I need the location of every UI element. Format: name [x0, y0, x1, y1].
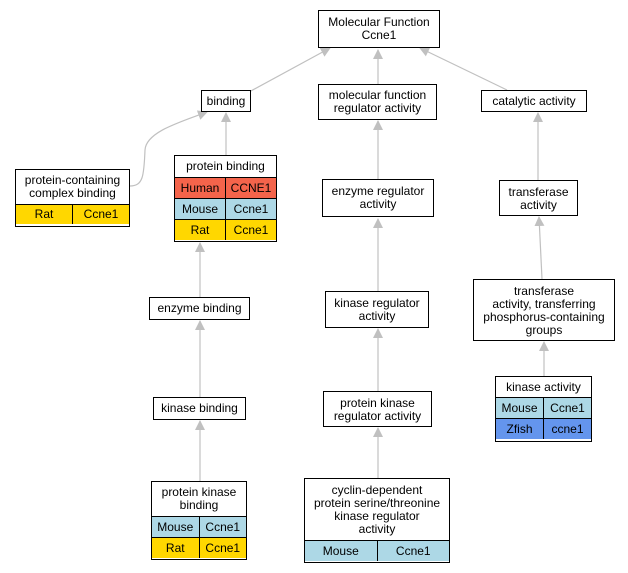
node-label: transferase activity, transferring phosp…	[483, 283, 605, 337]
node-transferase-phosphorus-groups[interactable]: transferase activity, transferring phosp…	[473, 279, 615, 341]
node-label: protein binding	[186, 159, 265, 173]
node-enzyme-regulator-activity[interactable]: enzyme regulator activity	[322, 179, 434, 217]
node-label: enzyme binding	[157, 300, 242, 315]
species-row: Rat Ccne1	[175, 219, 276, 240]
node-label: protein-containing complex binding	[24, 173, 121, 200]
node-root[interactable]: Molecular Function Ccne1	[318, 10, 440, 48]
edge-transferase-phospho-to-transferase	[534, 216, 545, 280]
node-enzyme-binding[interactable]: enzyme binding	[149, 297, 250, 320]
node-label: molecular function regulator activity	[328, 88, 427, 115]
node-transferase-activity[interactable]: transferase activity	[499, 180, 578, 216]
node-label: kinase regulator activity	[334, 295, 420, 323]
species-cell: Mouse	[157, 519, 194, 534]
species-cell: Mouse	[501, 400, 538, 415]
node-label: enzyme regulator activity	[331, 183, 425, 211]
edge-binding-to-root	[248, 47, 331, 93]
species-cell: Rat	[165, 540, 185, 555]
edge-complex-binding-to-binding	[129, 110, 208, 187]
node-protein-kinase-regulator-activity[interactable]: protein kinase regulator activity	[323, 391, 432, 427]
species-cell: Rat	[190, 222, 210, 237]
node-label: kinase binding	[161, 400, 238, 415]
gene-cell: Ccne1	[225, 199, 276, 219]
edge-catalytic-to-root	[419, 47, 508, 91]
species-cell: Mouse	[181, 201, 219, 216]
node-label: protein kinase regulator activity	[333, 395, 422, 423]
node-protein-containing-complex-binding[interactable]: protein-containing complex binding Rat Cc…	[15, 169, 130, 227]
gene-cell: Ccne1	[376, 541, 450, 561]
species-row: Rat Ccne1	[16, 204, 129, 224]
species-row: Mouse Ccne1	[152, 516, 246, 537]
species-row: Rat Ccne1	[152, 537, 246, 558]
species-row: Mouse Ccne1	[496, 397, 591, 418]
species-row: Mouse Ccne1	[175, 198, 276, 219]
node-mf-regulator-activity[interactable]: molecular function regulator activity	[318, 84, 437, 120]
node-label: protein kinase binding	[161, 485, 237, 512]
gene-cell: Ccne1	[72, 205, 129, 224]
node-label: Molecular Function Ccne1	[328, 15, 430, 42]
species-cell: Rat	[34, 207, 54, 221]
species-cell: Mouse	[322, 543, 359, 558]
gene-cell: ccne1	[543, 419, 591, 439]
node-label: catalytic activity	[492, 93, 576, 108]
node-cdk-regulator-activity[interactable]: cyclin-dependent protein serine/threonin…	[304, 478, 450, 563]
gene-cell: Ccne1	[198, 517, 247, 537]
gene-cell: Ccne1	[225, 220, 276, 240]
species-cell: Zfish	[506, 421, 533, 436]
node-label: kinase activity	[506, 379, 581, 394]
node-label: cyclin-dependent protein serine/threonin…	[313, 482, 441, 536]
node-label: transferase activity	[508, 184, 569, 212]
species-row: Human CCNE1	[175, 177, 276, 198]
species-row: Zfish ccne1	[496, 418, 591, 439]
node-binding[interactable]: binding	[201, 90, 251, 112]
node-kinase-binding[interactable]: kinase binding	[153, 397, 246, 420]
node-label: binding	[206, 93, 246, 108]
gene-cell: CCNE1	[225, 178, 276, 198]
gene-cell: Ccne1	[198, 538, 247, 558]
node-catalytic-activity[interactable]: catalytic activity	[481, 90, 587, 112]
species-cell: Human	[180, 180, 220, 195]
node-kinase-regulator-activity[interactable]: kinase regulator activity	[325, 291, 429, 328]
gene-cell: Ccne1	[543, 398, 591, 418]
species-row: Mouse Ccne1	[305, 540, 449, 561]
